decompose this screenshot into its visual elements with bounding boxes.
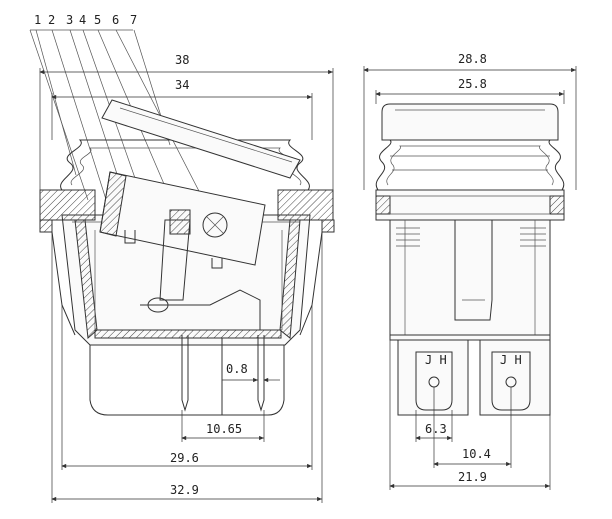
dim-side-bottom-outer: 32.9: [170, 483, 199, 497]
dim-front-top-outer: 28.8: [458, 52, 487, 66]
dim-front-bottom-outer: 21.9: [458, 470, 487, 484]
terminal-right-label: J H: [500, 353, 522, 367]
dim-side-pin-gap: 0.8: [226, 362, 248, 376]
side-view-dimensions: 38 34 0.8 10.65 29.6 32.9: [39, 53, 334, 503]
part-label-2: 2: [48, 13, 55, 27]
front-view: J H J H: [375, 103, 565, 416]
part-label-6: 6: [112, 13, 119, 27]
part-label-3: 3: [66, 13, 73, 27]
part-labels: 1 2 3 4 5 6 7: [34, 13, 137, 27]
dim-side-pin-spacing: 10.65: [206, 422, 242, 436]
side-view: [39, 99, 335, 416]
part-label-4: 4: [79, 13, 86, 27]
terminal-left-label: J H: [425, 353, 447, 367]
front-view-dimensions: 28.8 25.8 6.3 10.4 21.9: [363, 52, 577, 490]
part-label-7: 7: [130, 13, 137, 27]
dim-side-top-outer: 38: [175, 53, 189, 67]
dim-front-terminal-width: 6.3: [425, 422, 447, 436]
part-label-1: 1: [34, 13, 41, 27]
dim-front-terminal-spacing: 10.4: [462, 447, 491, 461]
dim-side-bottom-inner: 29.6: [170, 451, 199, 465]
dim-front-top-inner: 25.8: [458, 77, 487, 91]
dim-side-top-inner: 34: [175, 78, 189, 92]
part-label-5: 5: [94, 13, 101, 27]
